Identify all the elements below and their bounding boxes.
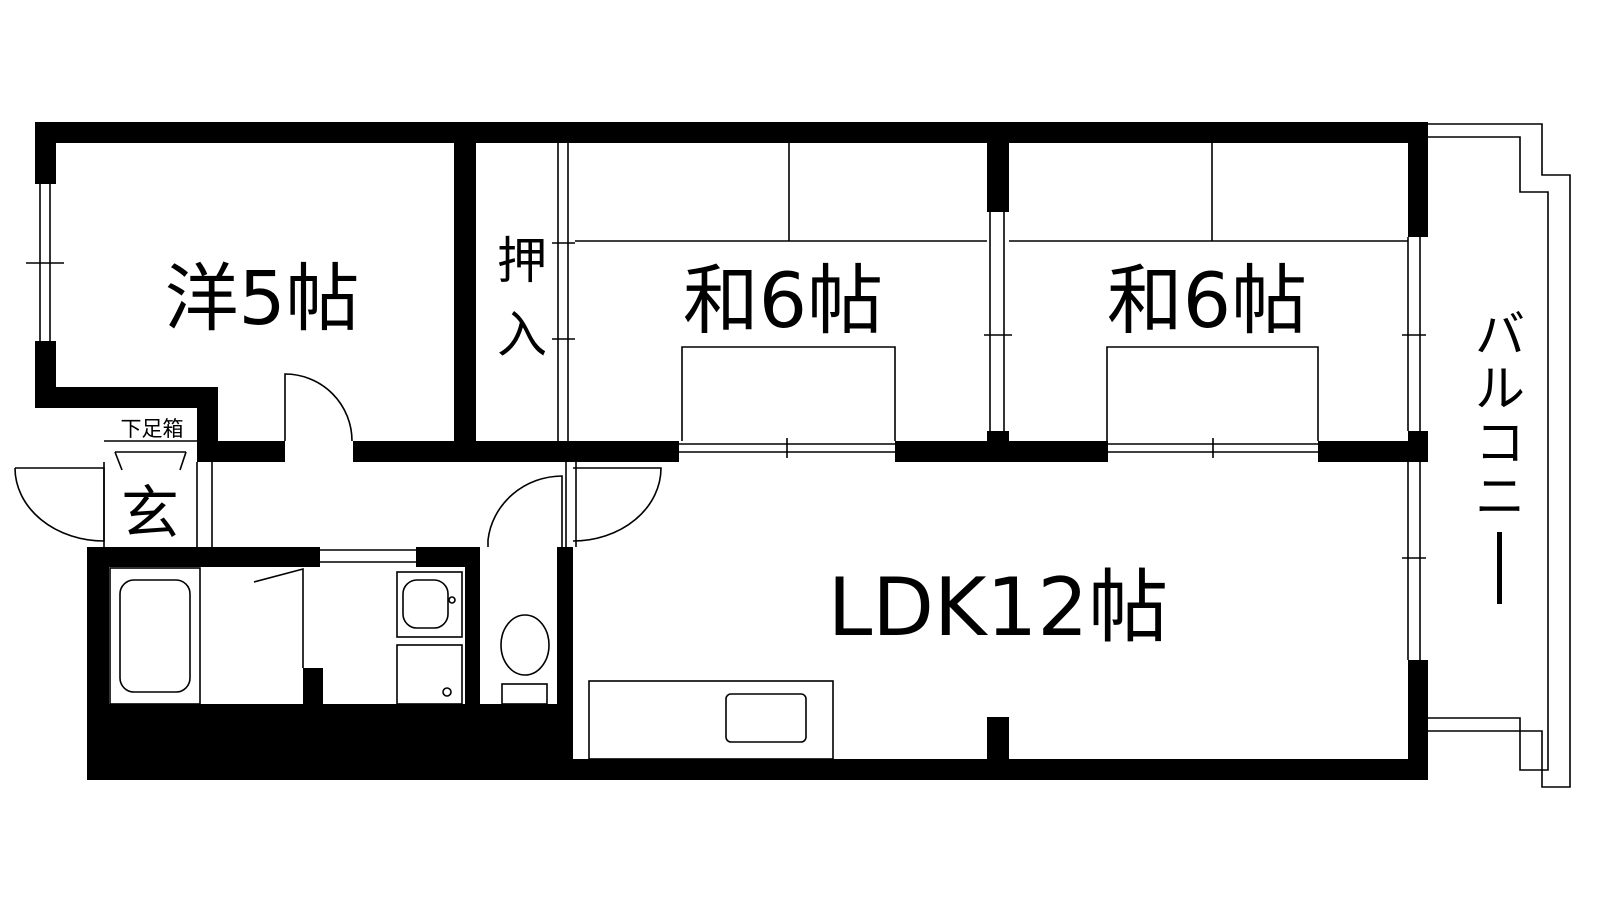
fixtures xyxy=(104,440,834,760)
kitchen-sink xyxy=(725,693,807,743)
doors xyxy=(14,373,662,668)
bathtub xyxy=(109,567,201,705)
room-label-closet-2: 入 xyxy=(497,306,547,364)
room-label-entrance: 玄 xyxy=(121,479,179,547)
room-label-western: 洋5帖 xyxy=(164,256,359,342)
toilet xyxy=(500,614,550,705)
balcony-label: バ ル コ ニ xyxy=(1475,306,1525,604)
svg-text:コ: コ xyxy=(1475,414,1525,472)
wash-basin xyxy=(396,571,463,638)
openings xyxy=(26,143,1426,660)
kitchen-counter xyxy=(588,680,834,760)
room-labels: 洋5帖 押 入 和6帖 和6帖 下足箱 玄 LDK12帖 バ ル コ ニ xyxy=(121,232,1526,654)
room-label-shoe-box: 下足箱 xyxy=(121,417,184,441)
room-label-japanese-1: 和6帖 xyxy=(683,256,883,345)
room-label-japanese-2: 和6帖 xyxy=(1107,256,1307,345)
svg-text:ニ: ニ xyxy=(1475,468,1525,526)
svg-text:バ: バ xyxy=(1475,306,1525,364)
svg-text:ル: ル xyxy=(1475,360,1525,418)
interior-walls xyxy=(87,122,1428,780)
tatami-lines xyxy=(575,143,1408,441)
balcony-outline xyxy=(1412,123,1571,788)
exterior-walls xyxy=(35,122,1428,780)
room-label-closet-1: 押 xyxy=(497,232,547,290)
room-label-ldk: LDK12帖 xyxy=(828,561,1168,654)
washer-pan xyxy=(396,644,463,705)
